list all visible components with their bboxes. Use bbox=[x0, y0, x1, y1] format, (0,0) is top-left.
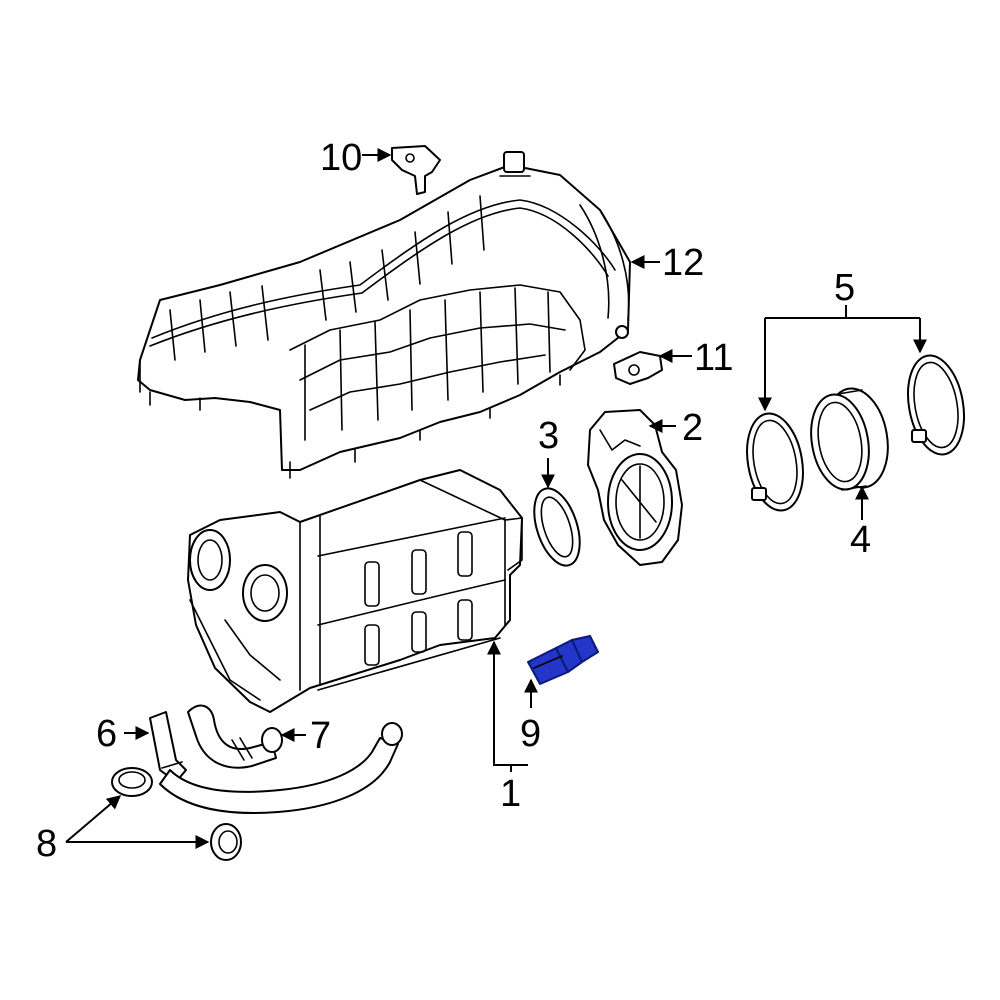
hose-part-6[interactable] bbox=[149, 711, 187, 783]
throttle-body-part-2[interactable] bbox=[587, 409, 683, 566]
callout-9: 9 bbox=[520, 713, 541, 755]
callout-7: 7 bbox=[310, 715, 331, 757]
callout-10: 10 bbox=[320, 137, 362, 179]
callout-6: 6 bbox=[96, 713, 117, 755]
sensor-part-9-highlighted[interactable] bbox=[527, 635, 599, 685]
clamp-part-8-upper[interactable] bbox=[111, 767, 153, 797]
callout-2: 2 bbox=[682, 407, 703, 449]
callout-11: 11 bbox=[694, 337, 733, 379]
callout-1: 1 bbox=[500, 773, 521, 815]
sleeve-part-4[interactable] bbox=[804, 384, 895, 495]
leader-lines bbox=[65, 148, 927, 849]
clamp-part-8-lower[interactable] bbox=[210, 823, 242, 861]
callout-5: 5 bbox=[834, 267, 855, 309]
bracket-part-10[interactable] bbox=[391, 145, 441, 195]
clamp-part-5-left[interactable] bbox=[740, 409, 810, 515]
callout-8: 8 bbox=[36, 823, 57, 865]
clamp-part-5-right[interactable] bbox=[901, 351, 972, 459]
callout-12: 12 bbox=[662, 242, 704, 284]
coolant-line-part-7[interactable] bbox=[159, 704, 403, 814]
callout-4: 4 bbox=[850, 519, 871, 561]
sensor-part-11[interactable] bbox=[613, 351, 663, 385]
charge-air-cooler-part-1[interactable] bbox=[187, 469, 523, 713]
callout-3: 3 bbox=[538, 415, 559, 457]
callout-labels: 10 12 11 2 3 5 4 9 1 6 7 8 bbox=[36, 137, 871, 865]
intake-manifold-part-12[interactable] bbox=[137, 151, 631, 479]
gasket-part-3[interactable] bbox=[526, 483, 589, 571]
